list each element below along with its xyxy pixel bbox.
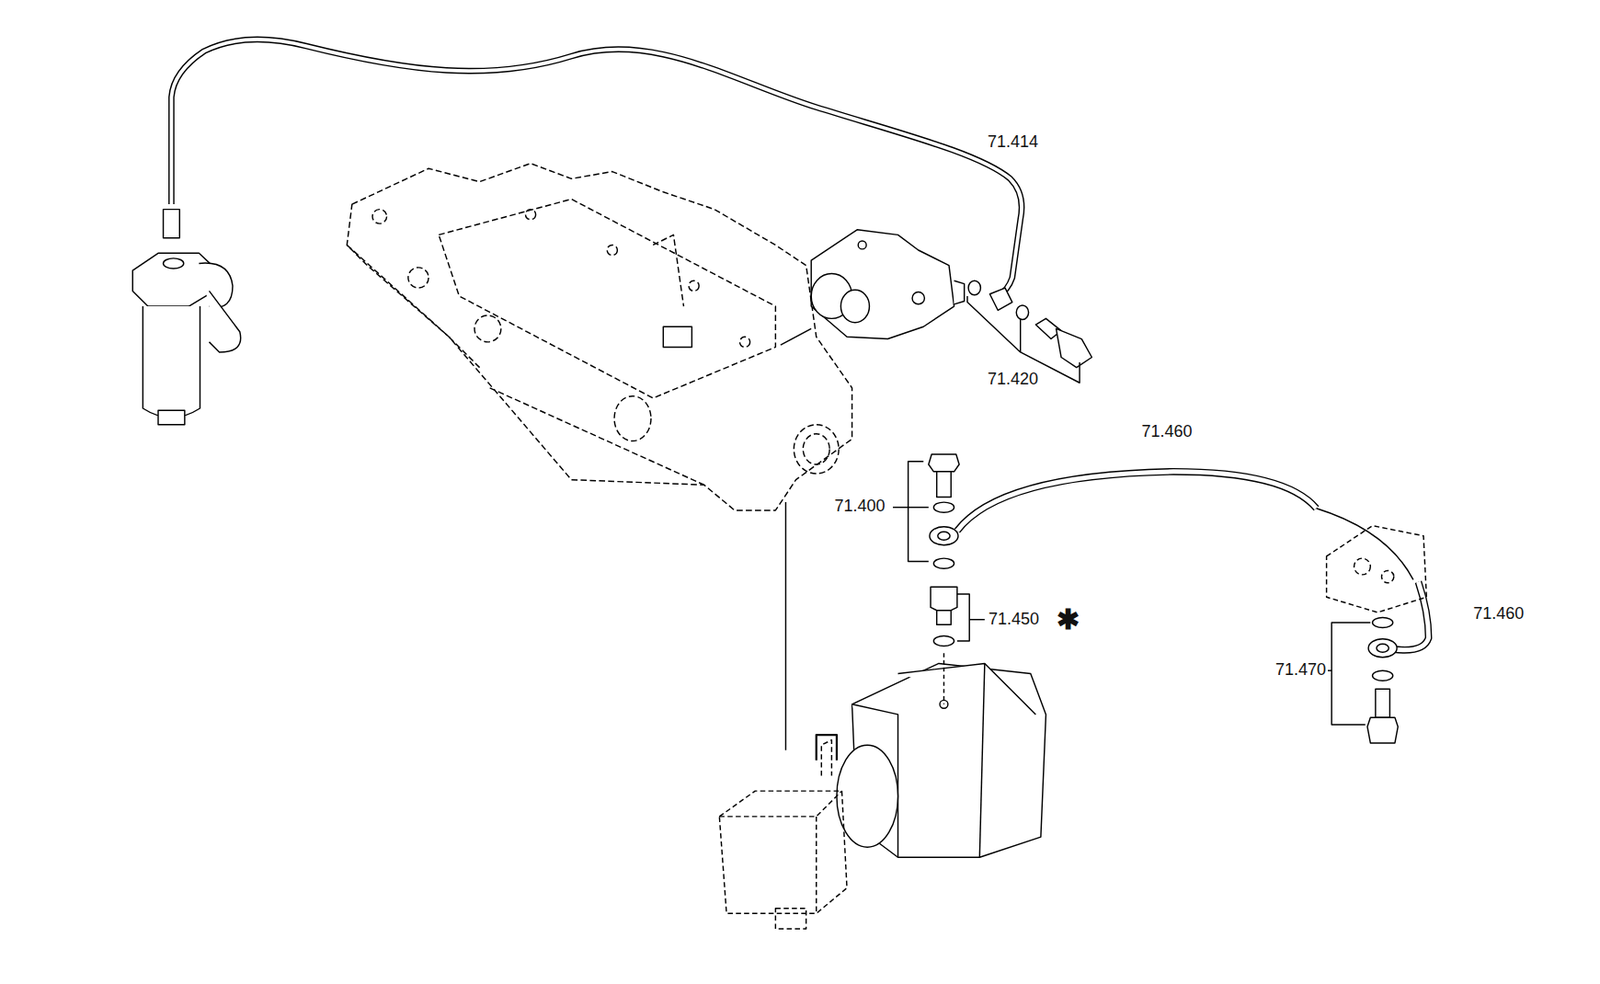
banjo-bolt (1367, 617, 1398, 743)
callout-number: 71.400 (833, 497, 888, 516)
callout-number: 71.420 (985, 370, 1040, 389)
callout-number: 71.460 (1471, 605, 1526, 624)
callout-number: 71.414 (985, 133, 1040, 152)
valve (132, 209, 240, 425)
valve-block (1326, 525, 1428, 613)
callout-number: 71.460 (1140, 422, 1195, 442)
callout-number: 71.470 (1273, 661, 1328, 680)
logo (662, 326, 692, 347)
washer (968, 280, 1092, 367)
note-marker: ✱ (1054, 604, 1082, 635)
valve (811, 229, 964, 340)
valve-block (346, 163, 852, 511)
banjo-bolt (928, 454, 960, 647)
actuator (836, 662, 1046, 858)
valve-block (719, 740, 847, 929)
callout-number: 71.450 (986, 610, 1041, 629)
